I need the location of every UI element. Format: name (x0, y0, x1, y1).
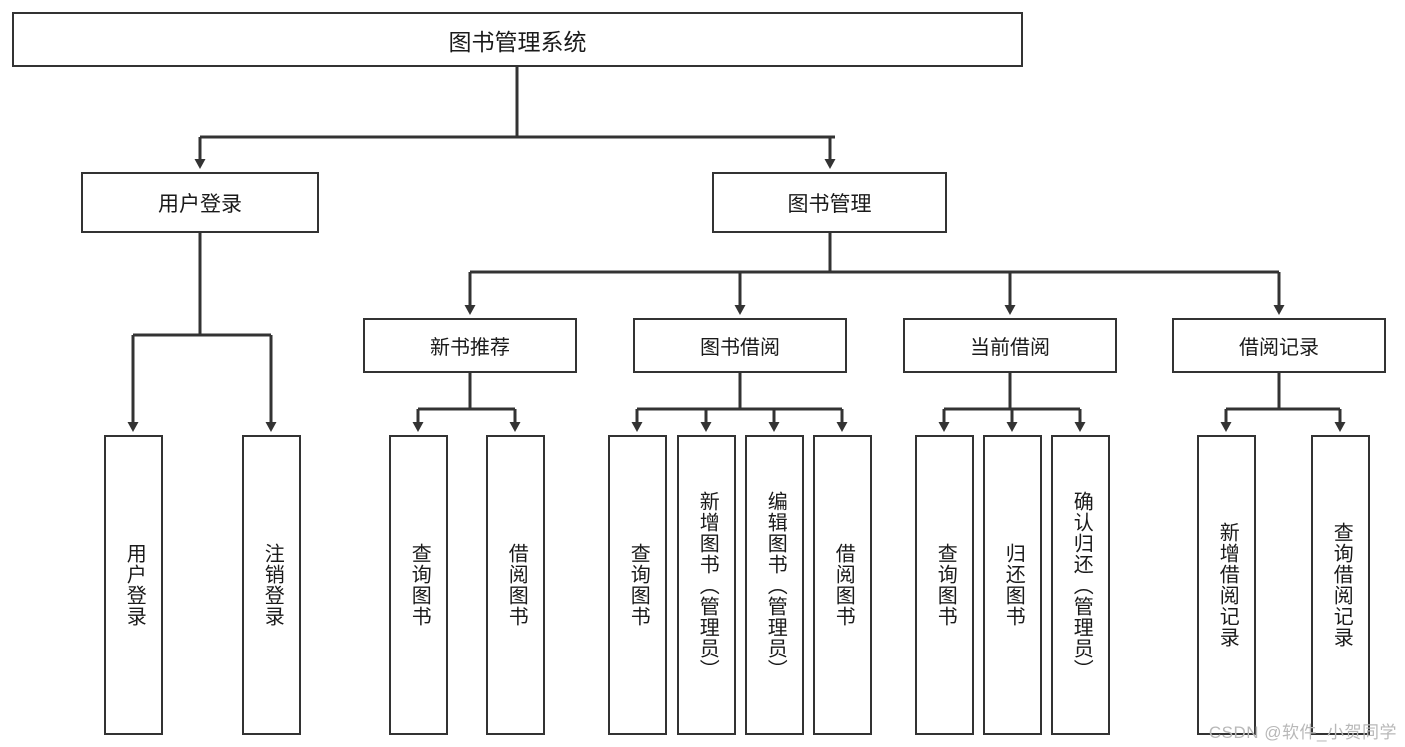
leaf-node-label: 注销登录 (261, 543, 284, 627)
node-level2-current-borrow-label: 当前借阅 (970, 337, 1050, 359)
leaf-node-label: 查询图书 (627, 543, 650, 627)
leaf-node[interactable]: 查询借阅记录 (1311, 435, 1370, 735)
leaf-node[interactable]: 新增借阅记录 (1197, 435, 1256, 735)
leaf-node-label: 借阅图书 (832, 543, 855, 627)
node-level1-book-management-label: 图书管理 (787, 192, 872, 216)
leaf-node[interactable]: 查询图书 (389, 435, 448, 735)
leaf-node-label: 确认归还（管理员） (1070, 490, 1093, 680)
leaf-node-label: 编辑图书（管理员） (764, 490, 787, 680)
leaf-node[interactable]: 注销登录 (242, 435, 301, 735)
leaf-node[interactable]: 确认归还（管理员） (1051, 435, 1110, 735)
node-level2-current-borrow[interactable]: 当前借阅 (903, 318, 1117, 373)
node-root-label: 图书管理系统 (448, 28, 587, 55)
node-level2-book-borrow-label: 图书借阅 (700, 337, 780, 359)
leaf-node[interactable]: 借阅图书 (486, 435, 545, 735)
node-level2-book-borrow[interactable]: 图书借阅 (633, 318, 847, 373)
node-level2-new-book-recommend-label: 新书推荐 (430, 337, 510, 359)
leaf-node[interactable]: 归还图书 (983, 435, 1042, 735)
node-root[interactable]: 图书管理系统 (12, 12, 1023, 67)
leaf-node[interactable]: 用户登录 (104, 435, 163, 735)
node-level1-user-login[interactable]: 用户登录 (81, 172, 319, 233)
leaf-node[interactable]: 查询图书 (608, 435, 667, 735)
leaf-node-label: 查询借阅记录 (1330, 522, 1353, 648)
node-level2-borrow-records-label: 借阅记录 (1239, 337, 1319, 359)
leaf-node[interactable]: 新增图书（管理员） (677, 435, 736, 735)
leaf-node-label: 查询图书 (934, 543, 957, 627)
node-level1-book-management[interactable]: 图书管理 (712, 172, 947, 233)
leaf-node-label: 用户登录 (123, 543, 146, 627)
watermark: CSDN @软件_小贺同学 (1208, 723, 1397, 742)
leaf-node-label: 归还图书 (1002, 543, 1025, 627)
leaf-node[interactable]: 编辑图书（管理员） (745, 435, 804, 735)
leaf-node[interactable]: 查询图书 (915, 435, 974, 735)
leaf-node-label: 新增图书（管理员） (696, 490, 719, 680)
node-level1-user-login-label: 用户登录 (158, 192, 242, 216)
leaf-node[interactable]: 借阅图书 (813, 435, 872, 735)
leaf-node-label: 查询图书 (408, 543, 431, 627)
leaf-node-label: 新增借阅记录 (1216, 522, 1239, 648)
node-level2-new-book-recommend[interactable]: 新书推荐 (363, 318, 577, 373)
leaf-node-label: 借阅图书 (505, 543, 528, 627)
node-level2-borrow-records[interactable]: 借阅记录 (1172, 318, 1386, 373)
